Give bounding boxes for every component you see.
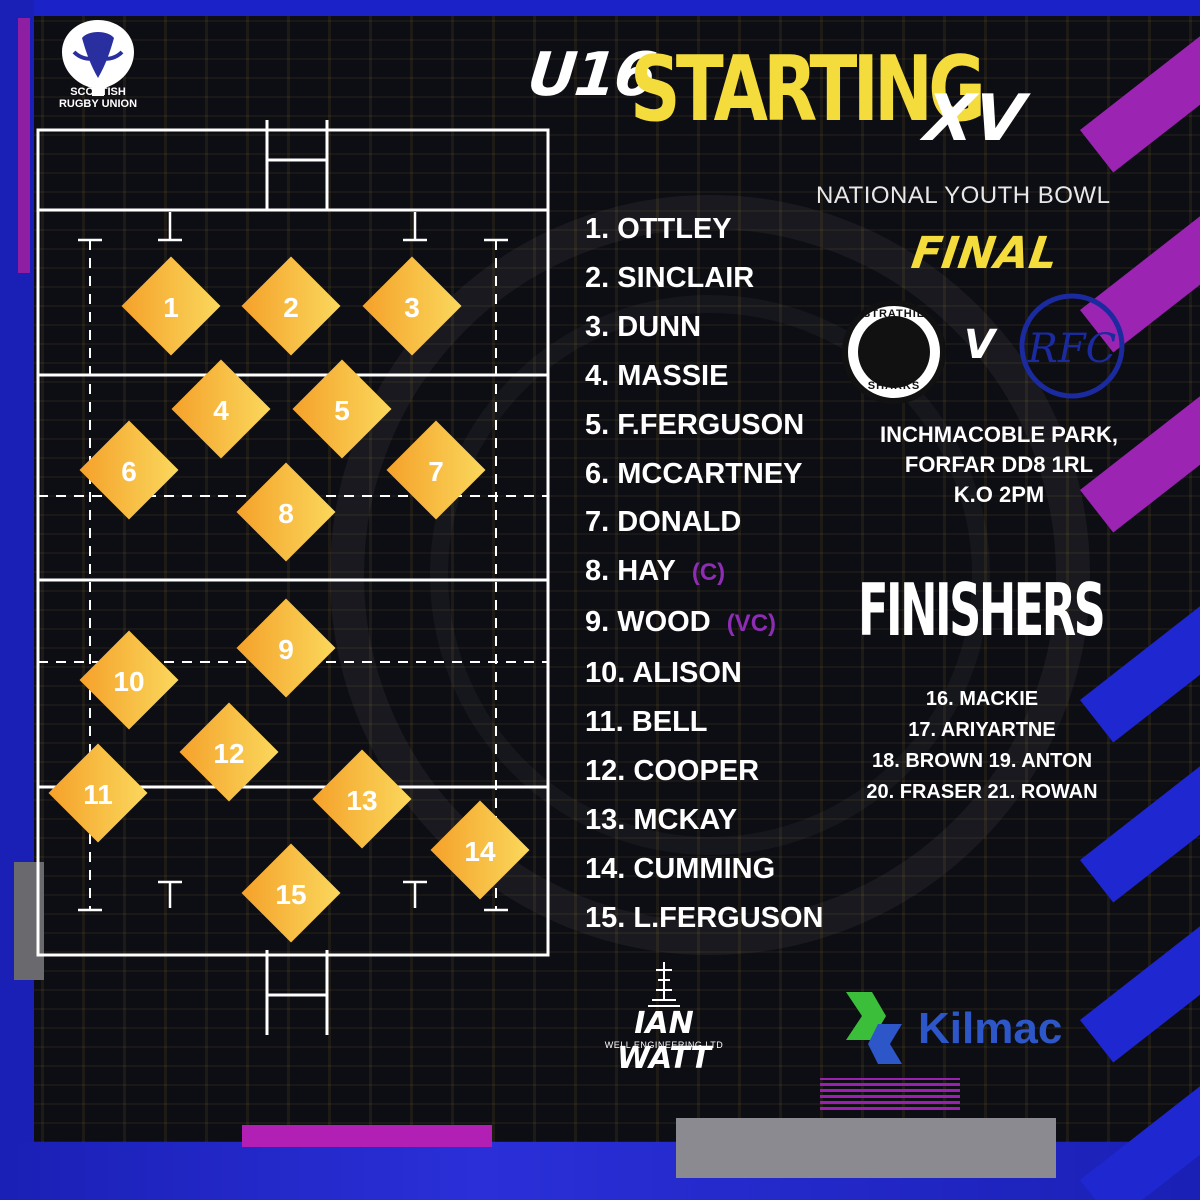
finishers-line: 17. ARIYARTNE (908, 719, 1056, 741)
position-number: 1 (163, 292, 179, 323)
position-number: 6 (121, 456, 137, 487)
venue-details: INCHMACOBLE PARK, FORFAR DD8 1RL K.O 2PM (856, 420, 1142, 510)
position-number: 5 (334, 395, 350, 426)
org-name-line2: RUGBY UNION (58, 98, 138, 110)
position-number: 2 (283, 292, 299, 323)
rugby-pitch-diagram: 1 2 3 4 5 6 7 8 9 10 11 12 13 14 15 (36, 120, 550, 1035)
lineup-item: 9. WOOD(VC) (585, 606, 777, 639)
sponsor-kilmac-name: Kilmac (918, 1004, 1063, 1053)
lineup-item: 14. CUMMING (585, 852, 776, 885)
lineup-item: 11. BELL (585, 706, 708, 739)
blue-band-top (0, 0, 1200, 16)
position-marker: 8 (236, 462, 336, 562)
position-number: 9 (278, 634, 294, 665)
lineup-item: 6. MCCARTNEY (585, 457, 803, 490)
position-number: 13 (346, 785, 377, 816)
goal-posts-bottom (265, 950, 329, 1035)
away-badge-text: RFC (1027, 326, 1116, 372)
kilmac-logo-icon (846, 992, 902, 1064)
lineup-item: 7. DONALD (585, 506, 742, 539)
venue-line1: INCHMACOBLE PARK, (880, 422, 1118, 447)
position-marker: 10 (79, 630, 179, 730)
finishers-line: 18. BROWN 19. ANTON (871, 750, 1093, 772)
goal-posts-top (265, 120, 329, 210)
home-team-badge (842, 300, 946, 404)
position-number: 10 (113, 666, 144, 697)
starting-lineup: 1. OTTLEY 2. SINCLAIR 3. DUNN 4. MASSIE … (585, 205, 875, 943)
position-marker: 6 (79, 420, 179, 520)
grey-block-bottom-right (676, 1118, 1056, 1178)
lineup-item: 2. SINCLAIR (585, 261, 755, 294)
venue-line2: FORFAR DD8 1RL (904, 452, 1094, 477)
purple-bar-bottom (242, 1125, 492, 1147)
position-number: 8 (278, 498, 294, 529)
position-marker: 1 (121, 256, 221, 356)
finishers-line: 20. FRASER 21. ROWAN (866, 781, 1098, 803)
position-number: 11 (83, 779, 113, 810)
tick-marks (78, 212, 508, 912)
title-main: STARTING (630, 37, 986, 142)
away-team-badge-icon: RFC (1019, 293, 1125, 399)
position-marker: 13 (312, 749, 412, 849)
org-name-line1: SCOTTISH (70, 86, 126, 98)
position-marker: 14 (430, 800, 530, 900)
versus-label: V (964, 322, 995, 368)
finishers-heading: FINISHERS (858, 568, 1106, 652)
competition-name: NATIONAL YOUTH BOWL (816, 182, 1111, 209)
home-badge-bottom-text: SHARKS (867, 380, 921, 392)
venue-kickoff: K.O 2PM (953, 482, 1045, 507)
position-marker: 11 (48, 743, 148, 843)
lineup-item: 3. DUNN (585, 310, 702, 343)
finishers-list: 16. MACKIE 17. ARIYARTNE 18. BROWN 19. A… (832, 684, 1132, 808)
thistle-logo-icon (62, 20, 134, 96)
position-number: 14 (464, 836, 496, 867)
lineup-item: 5. F.FERGUSON (585, 408, 805, 441)
position-marker: 3 (362, 256, 462, 356)
lineup-item: 12. COOPER (585, 754, 760, 787)
position-marker: 7 (386, 420, 486, 520)
finishers-line: 16. MACKIE (925, 688, 1039, 710)
position-number: 4 (213, 395, 229, 426)
home-badge-top-text: STRATHIE (862, 308, 926, 320)
position-marker: 9 (236, 598, 336, 698)
title-suffix: XV (921, 82, 1028, 156)
position-marker: 12 (179, 702, 279, 802)
position-number: 3 (404, 292, 420, 323)
oil-rig-icon (648, 962, 680, 1007)
purple-block-bottom-right (820, 1078, 960, 1110)
lineup-item: 1. OTTLEY (585, 213, 732, 245)
lineup-item: 10. ALISON (585, 657, 742, 690)
sponsor-ianwatt-name: IAN WATT (617, 1006, 711, 1076)
competition-stage: FINAL (908, 228, 1061, 279)
position-number: 15 (275, 879, 306, 910)
position-marker: 2 (241, 256, 341, 356)
vice-captain-badge: (VC) (726, 610, 777, 638)
lineup-item: 4. MASSIE (585, 359, 729, 392)
position-marker: 15 (241, 843, 341, 943)
lineup-item: 15. L.FERGUSON (585, 901, 824, 934)
lineup-item: 8. HAY(C) (585, 555, 726, 588)
purple-bar-top (18, 18, 30, 273)
position-number: 7 (428, 456, 444, 487)
org-name: SCOTTISH RUGBY UNION (48, 86, 148, 110)
pitch-boundary (36, 128, 550, 957)
position-number: 12 (213, 738, 244, 769)
captain-badge: (C) (691, 559, 726, 587)
shark-icon (858, 316, 930, 388)
sponsor-ianwatt-subtitle: WELL ENGINEERING LTD (604, 1040, 724, 1050)
lineup-item: 13. MCKAY (585, 803, 738, 836)
